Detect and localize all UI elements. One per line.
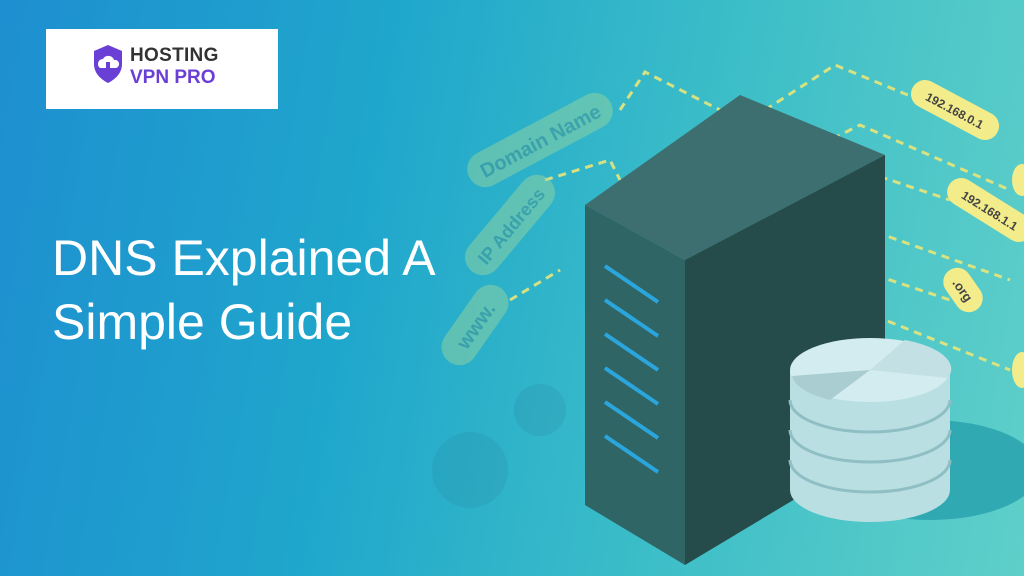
logo-text-hosting: HOSTING <box>130 45 219 66</box>
shield-home-icon <box>94 45 122 83</box>
page-title: DNS Explained A Simple Guide <box>52 226 436 354</box>
title-line-1: DNS Explained A <box>52 230 436 286</box>
tag-domain-name: Domain Name <box>477 101 605 183</box>
logo-text-vpn-pro: VPN PRO <box>130 67 216 88</box>
brand-logo[interactable]: HOSTING VPN PRO <box>46 29 278 109</box>
title-line-2: Simple Guide <box>52 294 353 350</box>
database-icon <box>788 338 952 522</box>
right-tags: 192.168.0.1 192.168.1.1 .org <box>910 80 1024 388</box>
gear-icon <box>432 384 566 508</box>
